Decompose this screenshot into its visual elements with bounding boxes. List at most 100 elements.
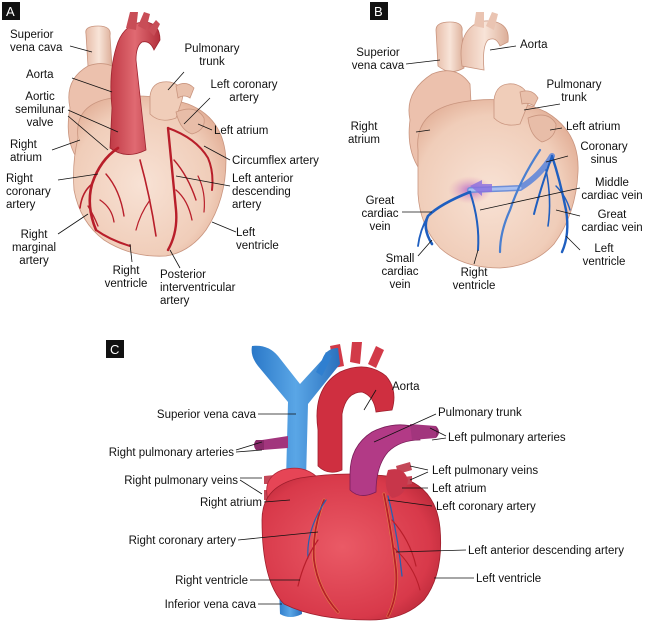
label-line: marginal (12, 242, 56, 254)
label-line: Right (461, 267, 489, 279)
label-line: Left atrium (432, 483, 486, 495)
label-line: cardiac (381, 266, 418, 278)
label-line: valve (27, 117, 54, 129)
label-line: Pulmonary trunk (438, 407, 522, 419)
label-line: Pulmonary (185, 43, 240, 55)
label-line: Left ventricle (476, 573, 541, 585)
label-line: Middle (595, 177, 629, 189)
c-label-right-coronary-artery: Right coronary artery (129, 535, 237, 547)
label-line: ventricle (105, 278, 148, 290)
label-line: semilunar (15, 104, 65, 116)
label-line: atrium (10, 152, 42, 164)
label-line: artery (6, 199, 36, 211)
c-label-aorta: Aorta (392, 381, 420, 393)
c-label-right-ventricle: Right ventricle (175, 575, 248, 587)
panel-c-tag: C (110, 342, 119, 357)
c-label-right-pulmonary-veins: Right pulmonary veins (124, 475, 238, 487)
label-line: sinus (591, 154, 618, 166)
c-label-left-atrium: Left atrium (432, 483, 486, 495)
label-line: Left anterior descending artery (468, 545, 624, 557)
label-line: descending (232, 186, 291, 198)
label-line: Small (386, 253, 415, 265)
label-line: Left anterior (232, 173, 294, 185)
label-line: Superior (10, 29, 54, 41)
label-line: cardiac (361, 208, 398, 220)
label-line: cardiac vein (581, 190, 642, 202)
label-line: Aorta (26, 69, 54, 81)
c-label-pulmonary-trunk: Pulmonary trunk (438, 407, 522, 419)
panel-b-tag-box (370, 2, 388, 20)
label-line: Pulmonary (547, 79, 602, 91)
label-line: Left pulmonary veins (432, 465, 538, 477)
label-line: Aorta (392, 381, 420, 393)
label-line: Superior (356, 47, 400, 59)
c-label-inferior-vena-cava: Inferior vena cava (165, 599, 257, 611)
label-line: Right pulmonary arteries (109, 447, 235, 459)
label-line: vein (369, 221, 390, 233)
label-line: coronary (6, 186, 51, 198)
label-line: artery (232, 199, 262, 211)
label-line: Right (21, 229, 49, 241)
panel-c: C (106, 340, 624, 621)
c-label-left-anterior-descending-artery: Left anterior descending artery (468, 545, 624, 557)
heart-b-illustration (408, 12, 579, 269)
c-label-left-pulmonary-veins: Left pulmonary veins (432, 465, 538, 477)
label-line: Posterior (160, 269, 206, 281)
c-label-right-atrium: Right atrium (200, 497, 262, 509)
label-line: vein (389, 279, 410, 291)
label-line: vena cava (10, 42, 63, 54)
label-line: Superior vena cava (157, 409, 257, 421)
label-line: artery (229, 92, 259, 104)
panel-a-tag-box (2, 2, 20, 20)
label-line: ventricle (453, 280, 496, 292)
c-label-left-pulmonary-arteries: Left pulmonary arteries (448, 432, 566, 444)
c-label-left-coronary-artery: Left coronary artery (436, 501, 536, 513)
panel-b-leaders (402, 45, 581, 265)
c-label-superior-vena-cava: Superior vena cava (157, 409, 257, 421)
label-line: artery (19, 255, 49, 267)
label-line: Right ventricle (175, 575, 248, 587)
label-line: Left atrium (214, 125, 268, 137)
c-label-left-ventricle: Left ventricle (476, 573, 541, 585)
panel-c-leaders (235, 389, 474, 605)
panel-a-leaders (51, 45, 237, 269)
label-line: trunk (561, 92, 587, 104)
label-line: artery (160, 295, 190, 307)
label-line: Right (6, 173, 34, 185)
panel-a: A (2, 2, 319, 307)
a-label-left-atrium: Left atrium (214, 125, 268, 137)
heart-c-illustration (251, 342, 441, 621)
label-line: cardiac vein (581, 222, 642, 234)
panel-b-tag: B (374, 4, 383, 19)
label-line: Right atrium (200, 497, 262, 509)
label-line: Inferior vena cava (165, 599, 257, 611)
label-line: Great (366, 195, 396, 207)
label-line: Left (594, 243, 614, 255)
label-line: Right (351, 121, 379, 133)
label-line: Aortic (25, 91, 55, 103)
label-line: Right (113, 265, 141, 277)
c-label-right-pulmonary-arteries: Right pulmonary arteries (109, 447, 235, 459)
label-line: ventricle (236, 240, 279, 252)
label-line: vena cava (352, 60, 405, 72)
label-line: atrium (348, 134, 380, 146)
label-line: ventricle (583, 256, 626, 268)
